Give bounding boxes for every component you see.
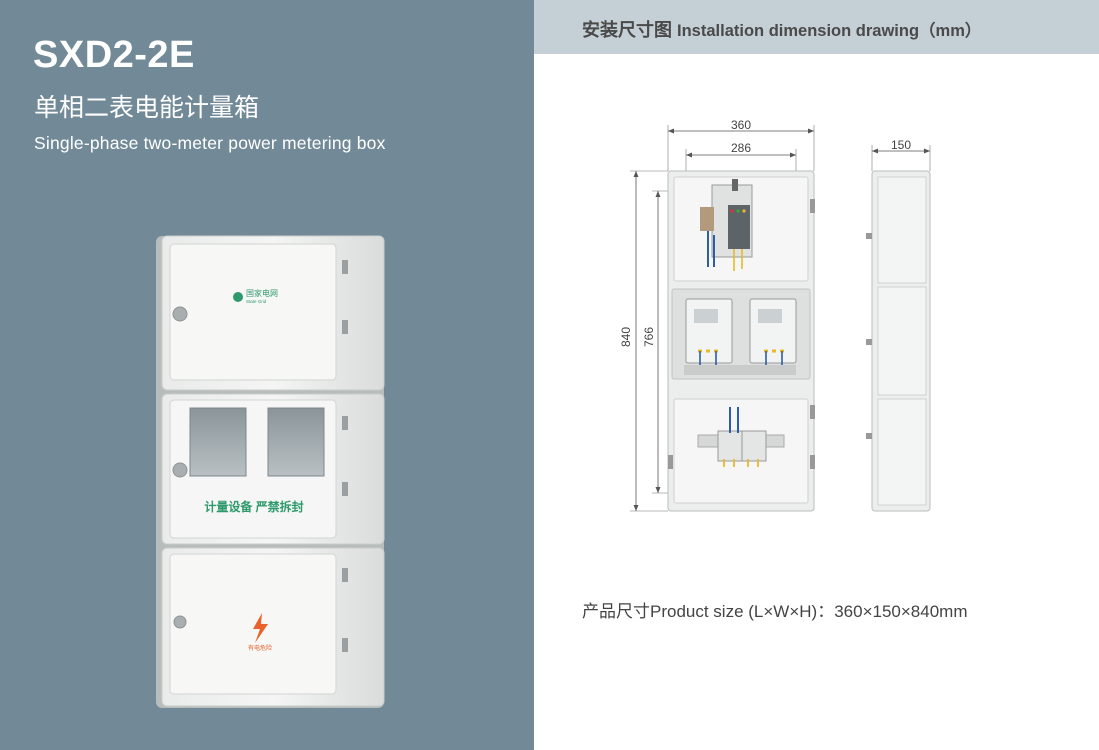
dim-depth: 150 xyxy=(891,138,911,152)
logo-subtext: State Grid xyxy=(246,299,267,304)
seal-warning-text: 计量设备 严禁拆封 xyxy=(204,499,303,514)
drawing-title-cn: 安装尺寸图 xyxy=(582,20,672,40)
metering-box-photo: 国家电网 State Grid 计量设备 严禁拆封 有电危险 xyxy=(156,235,385,708)
dim-width-inner: 286 xyxy=(731,141,751,155)
danger-text: 有电危险 xyxy=(248,644,272,652)
product-panel: SXD2-2E 单相二表电能计量箱 Single-phase two-meter… xyxy=(0,0,534,750)
dim-width-outer: 360 xyxy=(731,118,751,132)
drawing-title-en: Installation dimension drawing（mm） xyxy=(677,22,982,40)
product-size: 产品尺寸Product size (L×W×H)：360×150×840mm xyxy=(582,602,968,621)
product-name-en: Single-phase two-meter power metering bo… xyxy=(34,133,386,153)
dim-height-inner: 766 xyxy=(642,327,656,347)
model-title: SXD2-2E xyxy=(33,34,195,76)
front-view-drawing: 360 286 840 766 xyxy=(619,118,815,512)
product-name-cn: 单相二表电能计量箱 xyxy=(34,94,260,122)
lightning-icon xyxy=(253,613,268,643)
state-grid-logo: 国家电网 State Grid xyxy=(233,288,278,304)
dim-height-outer: 840 xyxy=(619,327,633,347)
side-view-drawing: 150 xyxy=(866,138,931,512)
logo-text: 国家电网 xyxy=(246,288,278,298)
drawing-header: 安装尺寸图 Installation dimension drawing（mm） xyxy=(534,0,1099,54)
drawing-title: 安装尺寸图 Installation dimension drawing（mm） xyxy=(582,16,981,42)
